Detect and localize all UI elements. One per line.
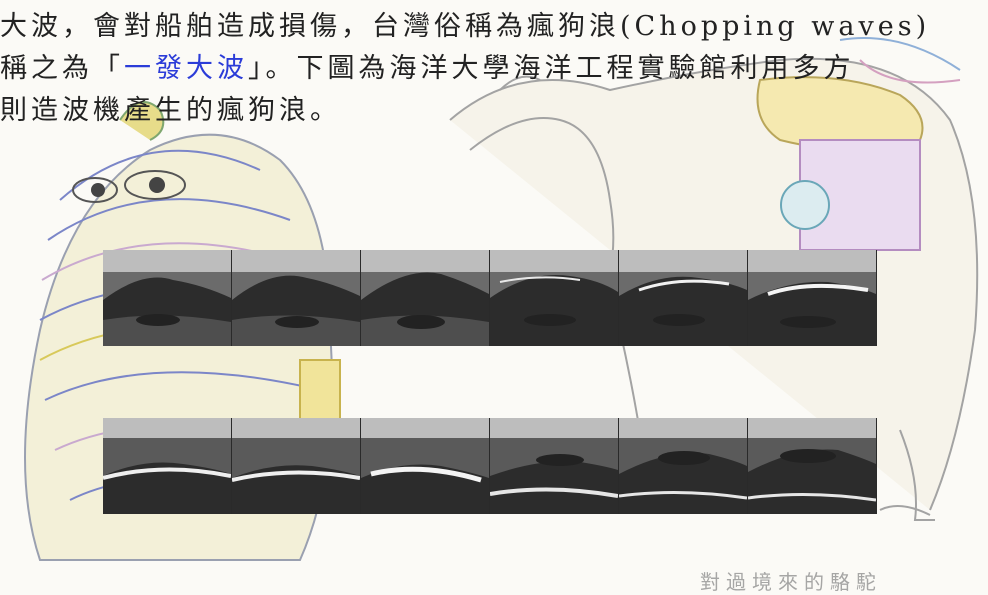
paragraph-line-3: 則造波機產生的瘋狗浪。: [0, 95, 341, 126]
wave-photo-strip-top: [103, 250, 877, 346]
article-paragraph: 大波，會對船舶造成損傷，台灣俗稱為瘋狗浪(Chopping waves) 稱之為…: [0, 6, 988, 132]
paragraph-line-2-end: 」。下圖為海洋大學海洋工程實驗館利用多方: [248, 53, 855, 84]
big-wave-link[interactable]: 一發大波: [124, 53, 248, 84]
paragraph-line-2: 稱之為「一發大波」。下圖為海洋大學海洋工程實驗館利用多方: [0, 48, 988, 90]
wave-photo-frame: [490, 418, 619, 514]
wave-photo-frame: [232, 418, 361, 514]
wave-photo-frame: [361, 250, 490, 346]
wave-photo-frame: [619, 418, 748, 514]
wave-photo-frame: [490, 250, 619, 346]
paragraph-line-2-start: 稱之為「: [0, 53, 124, 84]
wave-photo-frame: [619, 250, 748, 346]
drawing-caption: 對過境來的駱駝: [700, 570, 882, 594]
wave-photo-frame: [361, 418, 490, 514]
wave-photo-strip-bottom: [103, 418, 877, 514]
wave-photo-frame: [103, 250, 232, 346]
wave-photo-frame: [748, 418, 877, 514]
wave-photo-frame: [103, 418, 232, 514]
wave-photo-frame: [748, 250, 877, 346]
paragraph-line-1: 大波，會對船舶造成損傷，台灣俗稱為瘋狗浪(Chopping waves): [0, 11, 931, 42]
wave-photo-frame: [232, 250, 361, 346]
